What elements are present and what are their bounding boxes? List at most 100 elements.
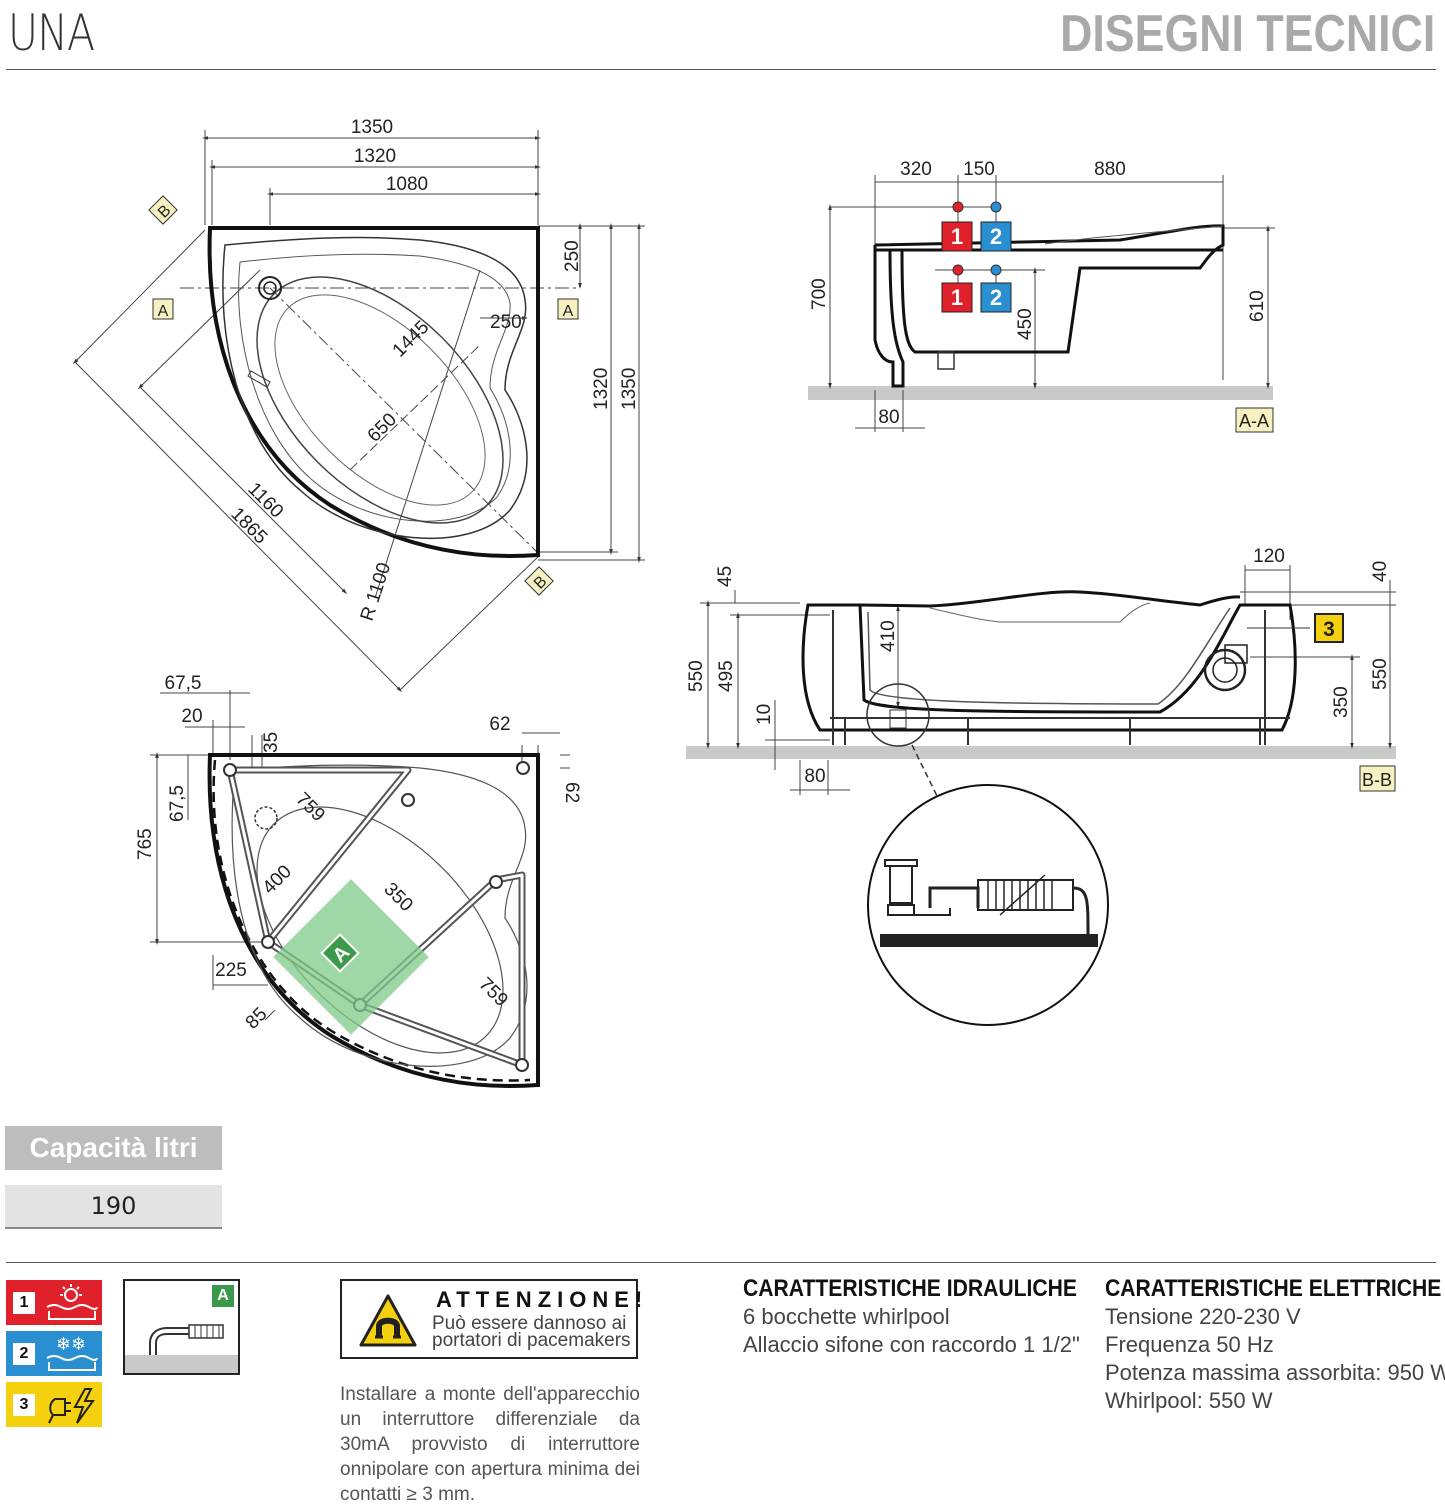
dim-label: 880 <box>1094 159 1126 180</box>
svg-text:❄❄: ❄❄ <box>56 1334 86 1354</box>
warning-title: ATTENZIONE! <box>436 1287 649 1312</box>
hydraulic-specs: CARATTERISTICHE IDRAULICHE 6 bocchette w… <box>743 1275 1123 1359</box>
legend-number: 3 <box>13 1393 35 1416</box>
header-divider <box>6 69 1436 70</box>
dim-label: 10 <box>754 704 775 725</box>
dim-label: 20 <box>181 706 202 727</box>
electric-line: Whirlpool: 550 W <box>1105 1388 1273 1413</box>
warning-text: Può essere dannoso ai portatori di pacem… <box>432 1313 631 1351</box>
zone-marker-a: A <box>320 933 360 973</box>
dim-label: 550 <box>1370 658 1391 690</box>
footer-divider <box>6 1262 1436 1263</box>
dim-label: 62 <box>489 714 510 735</box>
electric-line: Potenza massima assorbita: 950 W <box>1105 1360 1445 1385</box>
svg-text:A: A <box>158 303 169 320</box>
electric-line: Frequenza 50 Hz <box>1105 1332 1274 1357</box>
drain-pipe-icon <box>125 1324 238 1373</box>
dim-label: 1320 <box>591 368 612 410</box>
technical-drawings: 1350 1320 1080 250 250 1320 1350 1445 65… <box>72 117 1396 1089</box>
legend-electric: 3 <box>6 1382 102 1427</box>
dim-label: 350 <box>379 879 416 916</box>
dim-label: 700 <box>809 278 830 310</box>
top-view-drawing: 1350 1320 1080 250 250 1320 1350 1445 65… <box>72 117 645 693</box>
section-marker-b: B <box>148 195 178 225</box>
dim-label: 765 <box>135 828 156 860</box>
dim-label: 550 <box>686 660 707 692</box>
electric-plug-icon <box>48 1387 95 1424</box>
dim-label: 85 <box>242 1004 272 1034</box>
svg-text:2: 2 <box>990 224 1002 249</box>
svg-text:A-A: A-A <box>1239 411 1269 431</box>
section-aa-drawing: 1 2 1 2 320 150 880 700 450 610 80 A-A <box>808 159 1275 433</box>
dim-label: 40 <box>1370 561 1391 582</box>
dim-label: 250 <box>562 240 583 272</box>
section-bb-drawing: 3 120 45 40 410 550 <box>686 546 1396 1026</box>
electric-specs: CARATTERISTICHE ELETTRICHE Tensione 220-… <box>1105 1275 1445 1415</box>
section-label-aa: A-A <box>1235 407 1274 433</box>
capacity-value: 190 <box>5 1185 222 1229</box>
capacity-label: Capacità litri <box>5 1126 222 1170</box>
brand-name: UNA <box>8 4 95 62</box>
dim-label: 80 <box>878 407 899 428</box>
installation-note: Installare a monte dell'apparecchio un i… <box>340 1384 640 1505</box>
legend-cold-water: 2 ❄❄ <box>6 1331 102 1376</box>
dim-label: 610 <box>1247 290 1268 322</box>
svg-text:1: 1 <box>951 224 963 249</box>
legend-hot-water: 1 <box>6 1280 102 1325</box>
dim-label: 250 <box>490 312 522 333</box>
cold-water-icon: ❄❄ <box>46 1334 98 1371</box>
section-marker-a: A <box>152 298 174 320</box>
floor <box>808 386 1273 400</box>
svg-text:3: 3 <box>1323 618 1335 641</box>
hydraulic-title: CARATTERISTICHE IDRAULICHE <box>743 1275 1078 1302</box>
dim-label: 120 <box>1253 546 1285 567</box>
legend-number: 2 <box>13 1342 35 1365</box>
dim-label: 1350 <box>619 368 640 410</box>
frame-view-drawing: A 67,5 20 35 62 62 67,5 765 759 400 350 … <box>135 673 582 1089</box>
dim-label: 495 <box>716 660 737 692</box>
dim-label: 225 <box>215 960 247 981</box>
section-marker-a: A <box>557 298 579 320</box>
dim-label: 759 <box>474 974 511 1011</box>
dim-label: 650 <box>364 409 401 446</box>
dim-label: 450 <box>1015 308 1036 340</box>
hot-water-icon <box>46 1283 98 1320</box>
svg-text:2: 2 <box>990 285 1002 310</box>
svg-text:B-B: B-B <box>1362 770 1392 790</box>
dim-label: 35 <box>261 732 282 753</box>
drain-connection-legend: A <box>123 1279 240 1375</box>
section-label-bb: B-B <box>1359 765 1396 792</box>
magnet-warning-icon <box>359 1294 417 1347</box>
electric-title: CARATTERISTICHE ELETTRICHE <box>1105 1275 1442 1302</box>
dim-label: 1080 <box>386 174 428 195</box>
dim-label: 759 <box>291 789 328 826</box>
electric-marker: 3 <box>1314 613 1344 643</box>
dim-label: 410 <box>878 620 899 652</box>
cold-water-marker: 2 <box>980 221 1012 252</box>
dim-label: 45 <box>715 566 736 587</box>
svg-text:A: A <box>563 303 574 320</box>
dim-label: 350 <box>1331 686 1352 718</box>
dim-label: 62 <box>561 782 582 803</box>
hydraulic-line: 6 bocchette whirlpool <box>743 1304 950 1329</box>
dim-label: 1320 <box>354 146 396 167</box>
hydraulic-line: Allaccio sifone con raccordo 1 1/2" <box>743 1332 1080 1357</box>
dim-label: 150 <box>963 159 995 180</box>
section-title: DISEGNI TECNICI <box>1059 5 1435 63</box>
dim-label: 67,5 <box>165 673 202 694</box>
dim-label: R 1100 <box>357 560 395 623</box>
drain-detail <box>867 784 1109 1026</box>
hot-water-marker: 1 <box>941 221 973 252</box>
detail-marker-a: A <box>212 1285 234 1307</box>
dim-label: 80 <box>804 766 825 787</box>
legend-number: 1 <box>13 1291 35 1314</box>
dim-label: 320 <box>900 159 932 180</box>
dim-label: 1350 <box>351 117 393 138</box>
warning-box: ATTENZIONE! Può essere dannoso ai portat… <box>340 1279 642 1359</box>
svg-text:1: 1 <box>951 285 963 310</box>
dim-label: 67,5 <box>167 785 188 822</box>
hot-water-marker: 1 <box>941 282 973 313</box>
floor <box>686 746 1396 759</box>
cold-water-marker: 2 <box>980 282 1012 313</box>
dim-label: 400 <box>259 861 296 898</box>
